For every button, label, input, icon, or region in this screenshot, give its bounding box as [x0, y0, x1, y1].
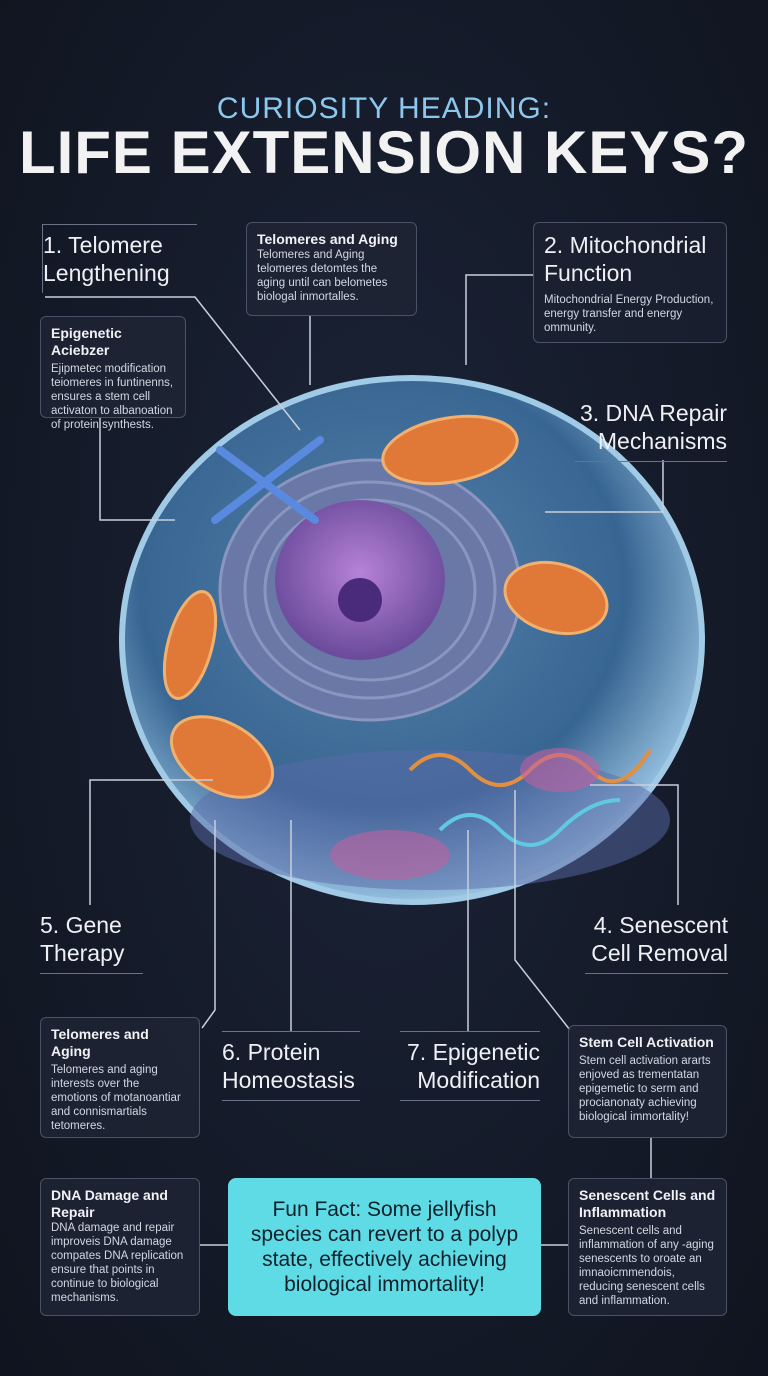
card-title: DNA Damage and Repair: [51, 1187, 168, 1220]
card-senescent-inflammation: Senescent Cells and Inflammation Senesce…: [568, 1178, 727, 1316]
card-body: Senescent cells and inflammation of any …: [579, 1225, 714, 1307]
fun-fact-callout: Fun Fact: Some jellyfish species can rev…: [228, 1178, 541, 1316]
label-protein-homeostasis: 6. Protein Homeostasis: [222, 1031, 360, 1101]
card-title: Senescent Cells and Inflammation: [579, 1187, 716, 1220]
card-body: Telomeres and aging interests over the e…: [51, 1064, 181, 1132]
card-body: Ejipmetec modification teiomeres in funt…: [51, 363, 174, 431]
card-epigenetic: Epigenetic Aciebzer Ejipmetec modificati…: [40, 316, 186, 431]
card-telomeres-aging-top: Telomeres and Aging Telomeres and Aging …: [246, 222, 417, 316]
card-body: Stem cell activation ararts enjoved as t…: [579, 1055, 711, 1123]
card-telomeres-aging-bottom: Telomeres and Aging Telomeres and aging …: [40, 1017, 200, 1138]
mitochondria: [162, 414, 609, 799]
card-title: Telomeres and Aging: [51, 1026, 149, 1059]
label-mitochondrial-function: 2. Mitochondrial Function: [544, 232, 707, 286]
card-title: Telomeres and Aging: [257, 231, 398, 247]
label-senescent-removal: 4. Senescent Cell Removal: [585, 905, 728, 974]
subtitle: CURIOSITY HEADING:: [216, 92, 552, 125]
card-stem-cell: Stem Cell Activation Stem cell activatio…: [568, 1025, 727, 1138]
label-gene-therapy: 5. Gene Therapy: [40, 905, 143, 974]
card-body: Mitochondrial Energy Production, energy …: [544, 294, 714, 334]
card-title: Epigenetic Aciebzer: [51, 325, 122, 358]
label-epigenetic-modification: 7. Epigenetic Modification: [400, 1031, 540, 1101]
card-body: DNA damage and repair improveis DNA dama…: [51, 1222, 184, 1304]
chromosome: [211, 436, 324, 524]
label-dna-repair: 3. DNA Repair Mechanisms: [575, 393, 727, 462]
nucleolus-icon: [338, 578, 382, 622]
card-dna-damage: DNA Damage and Repair DNA damage and rep…: [40, 1178, 200, 1316]
card-title: Stem Cell Activation: [579, 1034, 714, 1050]
page-title: LIFE EXTENSION KEYS?: [18, 119, 750, 186]
card-body: Telomeres and Aging telomeres detomtes t…: [257, 249, 388, 303]
card-mitochondrial: 2. Mitochondrial Function Mitochondrial …: [533, 222, 727, 343]
label-telomere-lengthening: 1. Telomere Lengthening: [42, 224, 197, 293]
